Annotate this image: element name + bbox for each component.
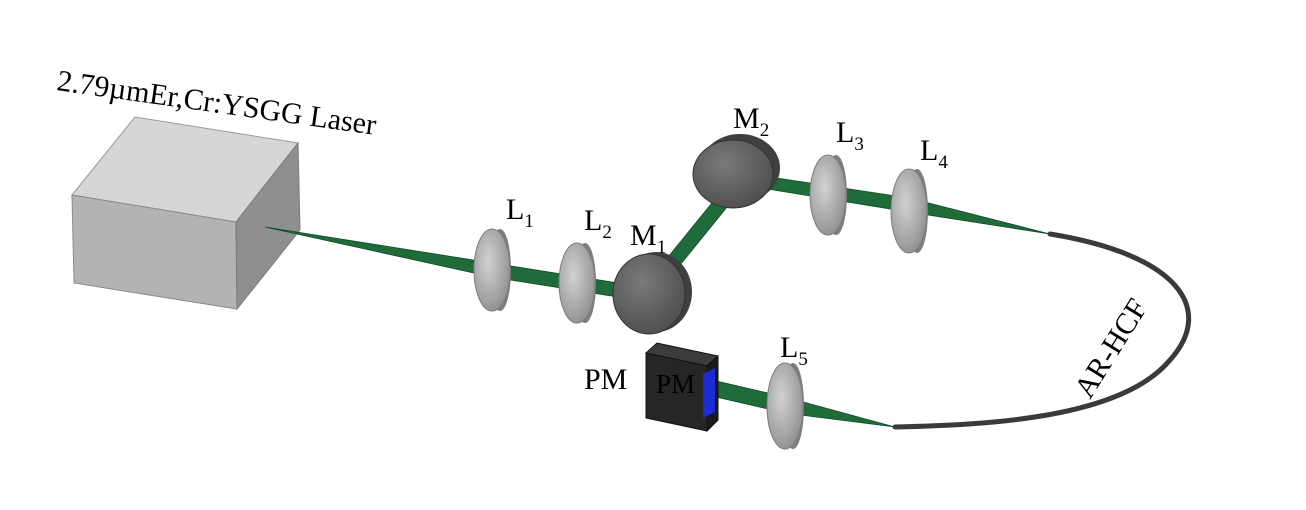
fiber-label: AR-HCF (1068, 293, 1154, 404)
lens-l1 (473, 228, 511, 312)
pm-detector-window (703, 368, 715, 418)
lens-l2 (558, 242, 596, 324)
lens-l4 (890, 168, 928, 254)
laser-source (71, 116, 301, 311)
beam-l4-to-fiber (908, 197, 1051, 235)
laser-side-face (235, 141, 301, 311)
label-m1: M1 (630, 219, 666, 258)
pm-face-label: PM (656, 369, 695, 399)
label-l3: L3 (836, 116, 864, 155)
label-m2: M2 (733, 102, 769, 141)
beam-laser-to-l1 (264, 226, 493, 278)
mirror-m2 (692, 134, 780, 209)
pm-label: PM (584, 363, 627, 396)
label-l1: L1 (506, 193, 534, 232)
lens-l5 (766, 362, 804, 450)
label-l2: L2 (584, 204, 612, 243)
lens-l3 (809, 154, 847, 236)
power-meter: PM (644, 342, 720, 433)
label-l4: L4 (920, 134, 948, 173)
mirror-m1 (612, 252, 692, 335)
label-l5: L5 (780, 331, 808, 370)
hollow-core-fiber (892, 231, 1192, 430)
